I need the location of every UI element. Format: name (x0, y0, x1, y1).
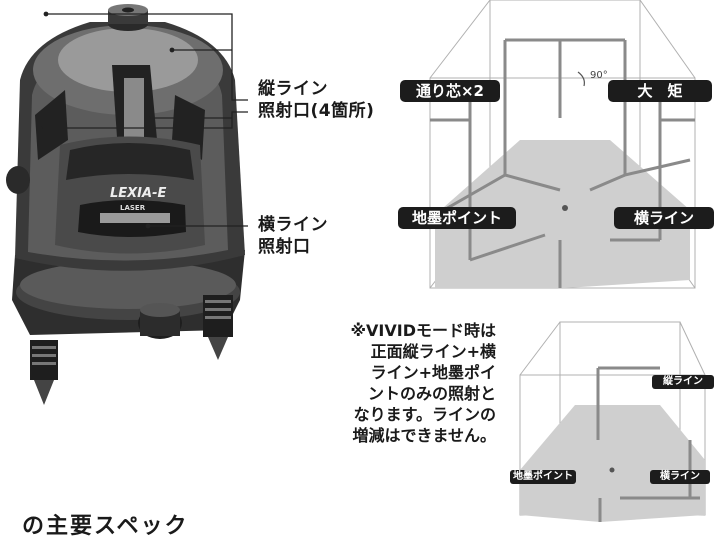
note-line: 増減はできません。 (352, 426, 496, 445)
device-brand-small: LASER (120, 204, 146, 212)
note-line: ライン+地墨ポイ (370, 363, 496, 382)
vertical-emitter-window-front (112, 65, 158, 152)
small-floor-projection (520, 405, 705, 522)
small-label-vertical-line: 縦ライン (652, 375, 714, 389)
small-line-diagram (519, 321, 706, 522)
device-front-panel (55, 136, 205, 254)
small-plumb-dot (609, 467, 615, 473)
label-horizontal-line: 横ライン (614, 207, 714, 229)
vertical-emitter-window-left (35, 90, 68, 160)
callout-emitter-count: 照射口(4箇所) (258, 101, 375, 121)
callout-vertical-emitters: 縦ライン 照射口(4箇所) (258, 78, 374, 122)
footer-heading-fragment: の主要スペック (22, 514, 189, 539)
label-two-cores: 通り芯×2 (400, 80, 500, 102)
note-line: ントのみの照射と (367, 384, 496, 403)
device-foot-right (203, 295, 233, 360)
callout-vertical-line: 縦ライン (258, 79, 328, 99)
device-adjust-knob (138, 303, 182, 339)
laser-device-illustration: LASER LEXIA-E (6, 4, 248, 405)
note-line: なります。ラインの (353, 405, 496, 424)
device-brand-logo: LEXIA-E (110, 186, 166, 201)
angle-label: 90° (590, 70, 608, 81)
small-laser-lines (596, 366, 700, 522)
device-base (12, 250, 245, 335)
callout-horizontal-line: 横ライン (258, 215, 328, 235)
angle-arc (577, 71, 585, 87)
note-line: 正面縦ライン+横 (370, 342, 496, 361)
device-foot-left (30, 340, 58, 405)
callout-emitter: 照射口 (258, 237, 311, 257)
label-large-square: 大 矩 (608, 80, 712, 102)
callout-dots (37, 11, 175, 229)
small-label-plumb-point: 地墨ポイント (510, 470, 576, 484)
small-label-horizontal-line: 横ライン (650, 470, 710, 484)
callout-leader-lines (40, 13, 248, 227)
main-plumb-dot (562, 205, 568, 211)
device-side-knob (6, 166, 30, 194)
callout-horizontal-emitter: 横ライン 照射口 (258, 214, 328, 258)
note-line: ※VIVIDモード時は (350, 321, 496, 340)
label-plumb-point: 地墨ポイント (398, 207, 516, 229)
vivid-mode-note: ※VIVIDモード時は 正面縦ライン+横 ライン+地墨ポイ ントのみの照射と な… (300, 320, 496, 446)
